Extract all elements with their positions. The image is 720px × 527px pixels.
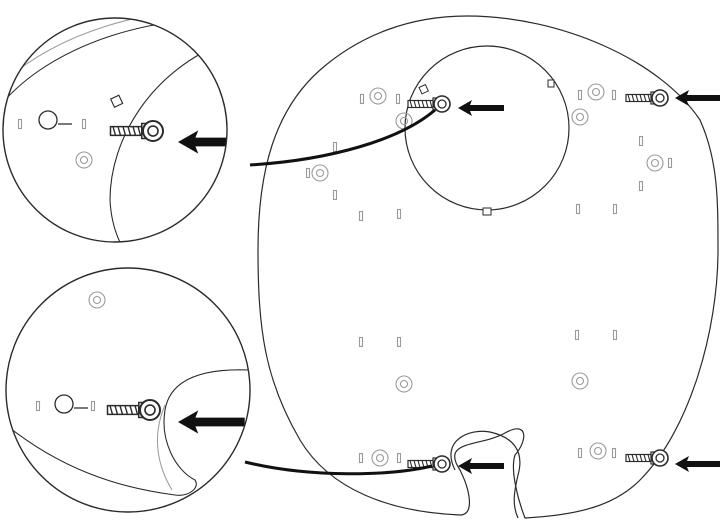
plate-circular-cutout bbox=[404, 45, 570, 211]
plate-bottom-notch bbox=[450, 430, 521, 519]
cutout-tab-bottom bbox=[482, 207, 492, 216]
cutout-tab-right bbox=[547, 79, 555, 88]
callout-bottom-detail bbox=[5, 267, 251, 513]
mounting-plate bbox=[257, 15, 720, 519]
arrow-bottom-right bbox=[675, 456, 720, 472]
arrow-bottom-left bbox=[458, 458, 504, 474]
callout-connector-top bbox=[249, 108, 436, 167]
callout-connector-bottom bbox=[244, 460, 433, 476]
callout-top-detail bbox=[2, 17, 228, 243]
cutout-tab-top bbox=[418, 83, 429, 95]
